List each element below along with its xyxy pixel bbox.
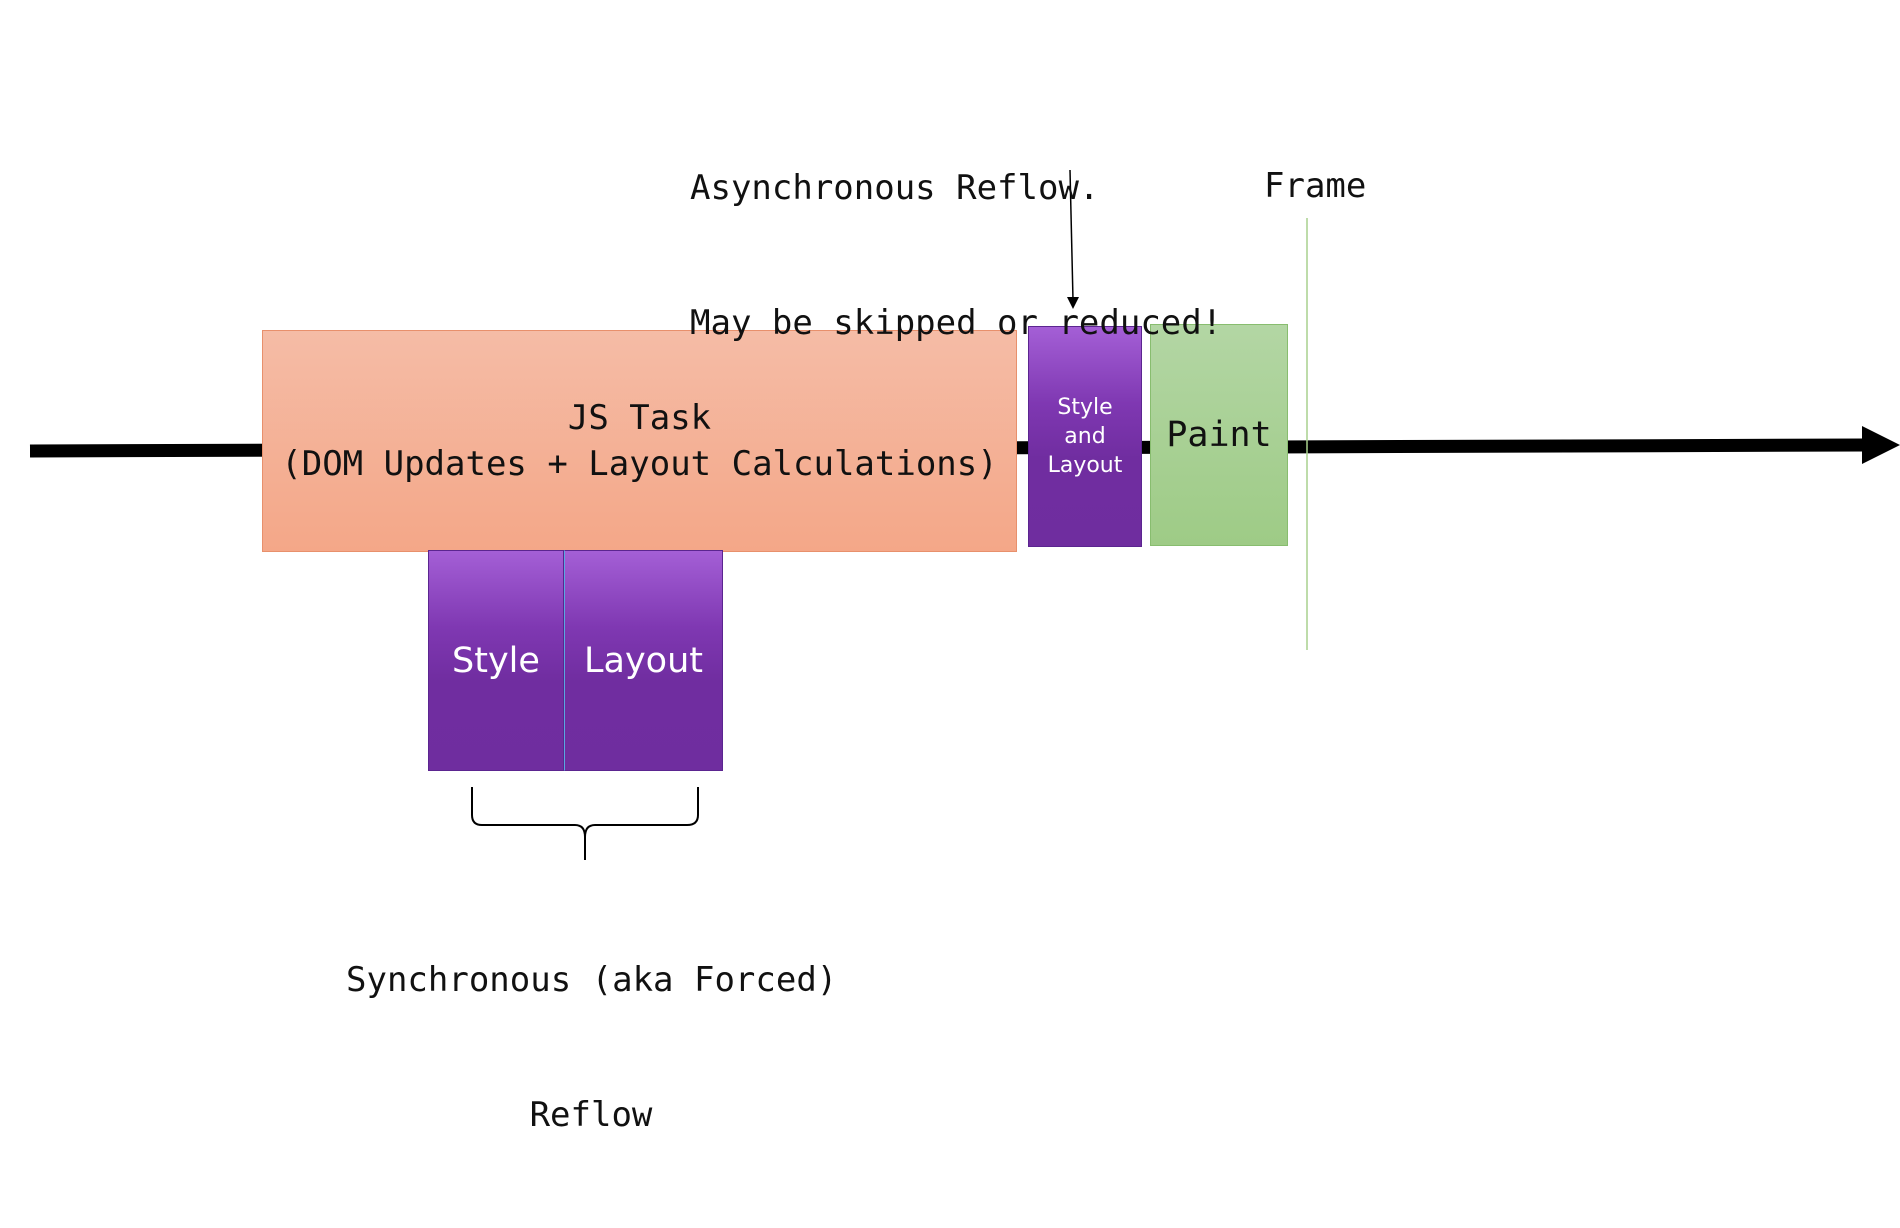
async-style-layout-block: Style and Layout [1028,326,1142,547]
frame-label: Frame [1264,166,1367,206]
forced-style-label: Style [452,640,540,681]
async-annotation-line2: May be skipped or reduced! [690,303,1223,343]
paint-block: Paint [1150,324,1288,546]
forced-reflow-caption-line1: Synchronous (aka Forced) [346,960,838,1000]
forced-reflow-caption-line2: Reflow [529,1095,653,1135]
async-box-line3: Layout [1047,453,1123,478]
async-box-line1: Style [1057,395,1113,420]
reflow-timeline-diagram: JS Task (DOM Updates + Layout Calculatio… [29,76,1900,1135]
async-annotation-arrowhead [1067,297,1079,309]
js-task-block: JS Task (DOM Updates + Layout Calculatio… [262,330,1017,552]
forced-reflow-brace [471,787,699,860]
paint-label: Paint [1166,415,1272,455]
async-annotation-arrow [1069,169,1074,301]
forced-layout-block: Layout [564,550,723,771]
async-annotation-line1: Asynchronous Reflow. [690,168,1100,208]
timeline-arrowhead [1862,426,1900,464]
forced-style-block: Style [428,550,564,771]
async-annotation: Asynchronous Reflow. May be skipped or r… [690,76,1222,436]
forced-layout-label: Layout [584,640,703,681]
async-box-line2: and [1064,424,1106,449]
forced-reflow-caption: Synchronous (aka Forced) Reflow [346,868,838,1228]
js-task-subtitle: (DOM Updates + Layout Calculations) [281,444,998,484]
js-task-title: JS Task [567,398,712,438]
